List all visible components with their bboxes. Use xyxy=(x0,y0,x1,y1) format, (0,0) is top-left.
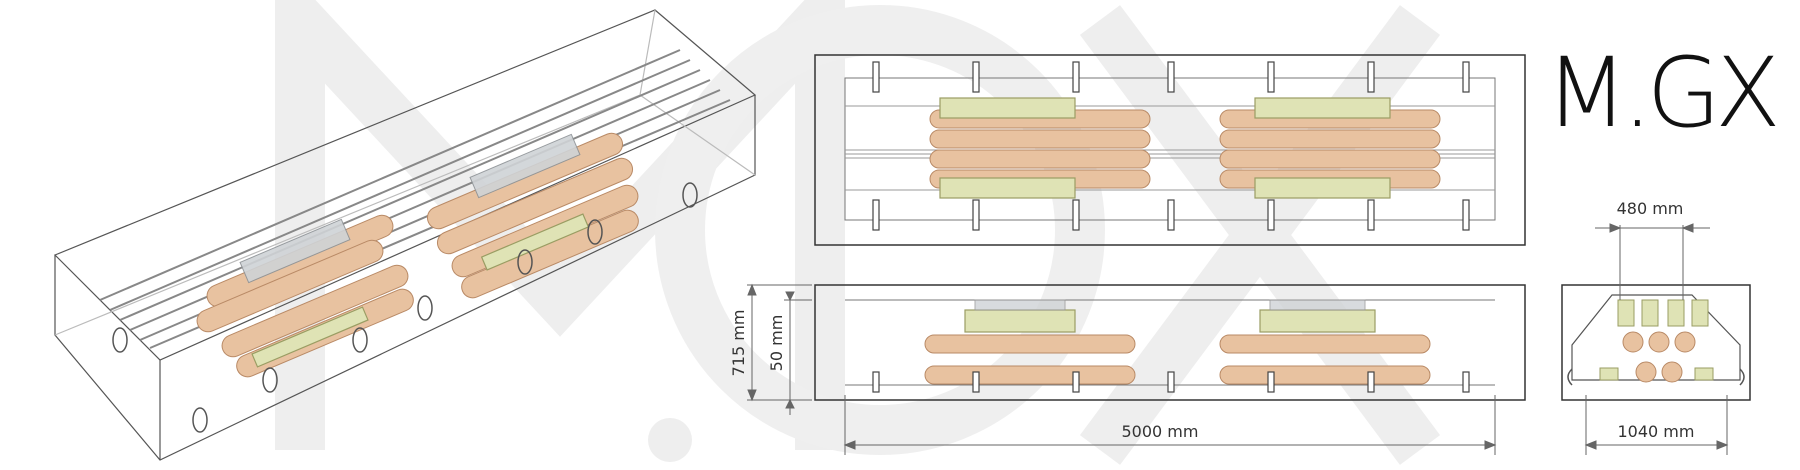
bottom-clamp xyxy=(872,199,880,231)
mgx-logo: M.GX xyxy=(1545,37,1782,149)
bottom-clamp xyxy=(1367,199,1375,231)
side-view: 715 mm 50 mm 5000 mm xyxy=(729,283,1526,455)
height-inner-label: 50 mm xyxy=(767,315,786,372)
bottom-clamp xyxy=(1462,199,1470,231)
top-body xyxy=(1219,129,1441,149)
top-width-label: 480 mm xyxy=(1617,199,1684,218)
bottom-clamp xyxy=(1167,199,1175,231)
top-clamp xyxy=(872,61,880,93)
length-label: 5000 mm xyxy=(1122,422,1199,441)
top-clamp xyxy=(1267,61,1275,93)
top-body xyxy=(929,129,1151,149)
top-view xyxy=(814,54,1526,246)
bottom-clamp xyxy=(972,199,980,231)
bottom-clamp xyxy=(1267,199,1275,231)
bottom-clamp xyxy=(1072,199,1080,231)
height-total-label: 715 mm xyxy=(729,310,748,377)
top-body xyxy=(929,149,1151,169)
bottom-width-label: 1040 mm xyxy=(1618,422,1695,441)
isometric-view xyxy=(53,9,757,461)
end-view: 480 mm 1040 mm xyxy=(1561,199,1751,455)
top-clamp xyxy=(1367,61,1375,93)
logo-text: M.GX xyxy=(1545,37,1776,149)
top-clamp xyxy=(972,61,980,93)
top-body xyxy=(1219,149,1441,169)
top-clamp xyxy=(1462,61,1470,93)
top-clamp xyxy=(1072,61,1080,93)
top-clamp xyxy=(1167,61,1175,93)
